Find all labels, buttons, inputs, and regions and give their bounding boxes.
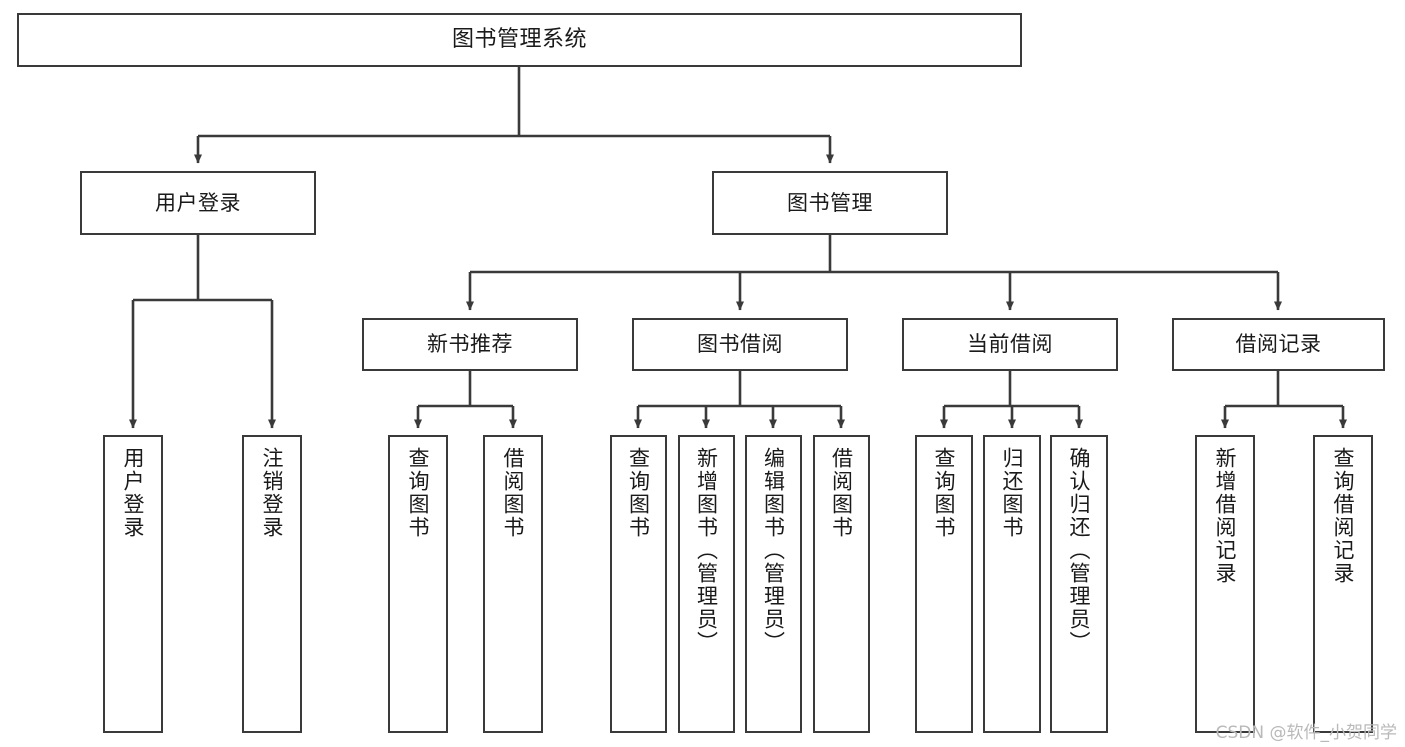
node-label: 确认归还（管理员） [1067,447,1092,654]
node-label: 借阅图书 [501,447,526,539]
node-new-book-recommend[interactable]: 新书推荐 [362,318,578,371]
node-label: 查询图书 [406,447,431,539]
node-root-system[interactable]: 图书管理系统 [17,13,1022,67]
node-label: 新增图书（管理员） [694,447,719,654]
node-label: 新增借阅记录 [1213,447,1238,585]
leaf-edit-book[interactable]: 编辑图书（管理员） [745,435,802,733]
node-book-borrow[interactable]: 图书借阅 [632,318,848,371]
leaf-query-book-2[interactable]: 查询图书 [610,435,667,733]
node-label: 查询图书 [932,447,957,539]
node-label: 图书管理系统 [451,27,587,53]
leaf-borrow-book-2[interactable]: 借阅图书 [813,435,870,733]
leaf-query-book-1[interactable]: 查询图书 [388,435,448,733]
node-label: 图书借阅 [697,332,783,357]
node-label: 新书推荐 [427,332,513,357]
leaf-query-book-3[interactable]: 查询图书 [915,435,973,733]
node-current-borrow[interactable]: 当前借阅 [902,318,1118,371]
leaf-query-record[interactable]: 查询借阅记录 [1313,435,1373,733]
leaf-user-logout[interactable]: 注销登录 [242,435,302,733]
node-label: 编辑图书（管理员） [761,447,786,654]
node-label: 归还图书 [1000,447,1025,539]
leaf-add-book[interactable]: 新增图书（管理员） [678,435,735,733]
leaf-confirm-return[interactable]: 确认归还（管理员） [1050,435,1108,733]
leaf-borrow-book-1[interactable]: 借阅图书 [483,435,543,733]
node-label: 图书管理 [787,190,873,215]
watermark-text: CSDN @软件_小贺同学 [1215,723,1397,743]
node-label: 用户登录 [121,447,146,539]
node-label: 用户登录 [155,190,241,215]
node-label: 注销登录 [260,447,285,539]
leaf-return-book[interactable]: 归还图书 [983,435,1041,733]
node-label: 当前借阅 [967,332,1053,357]
node-borrow-record[interactable]: 借阅记录 [1172,318,1385,371]
leaf-user-login[interactable]: 用户登录 [103,435,163,733]
node-label: 借阅记录 [1235,332,1322,357]
node-label: 借阅图书 [829,447,854,539]
node-label: 查询图书 [626,447,651,539]
node-book-manage[interactable]: 图书管理 [712,171,948,235]
node-user-login[interactable]: 用户登录 [80,171,316,235]
node-label: 查询借阅记录 [1331,447,1356,585]
leaf-add-record[interactable]: 新增借阅记录 [1195,435,1255,733]
